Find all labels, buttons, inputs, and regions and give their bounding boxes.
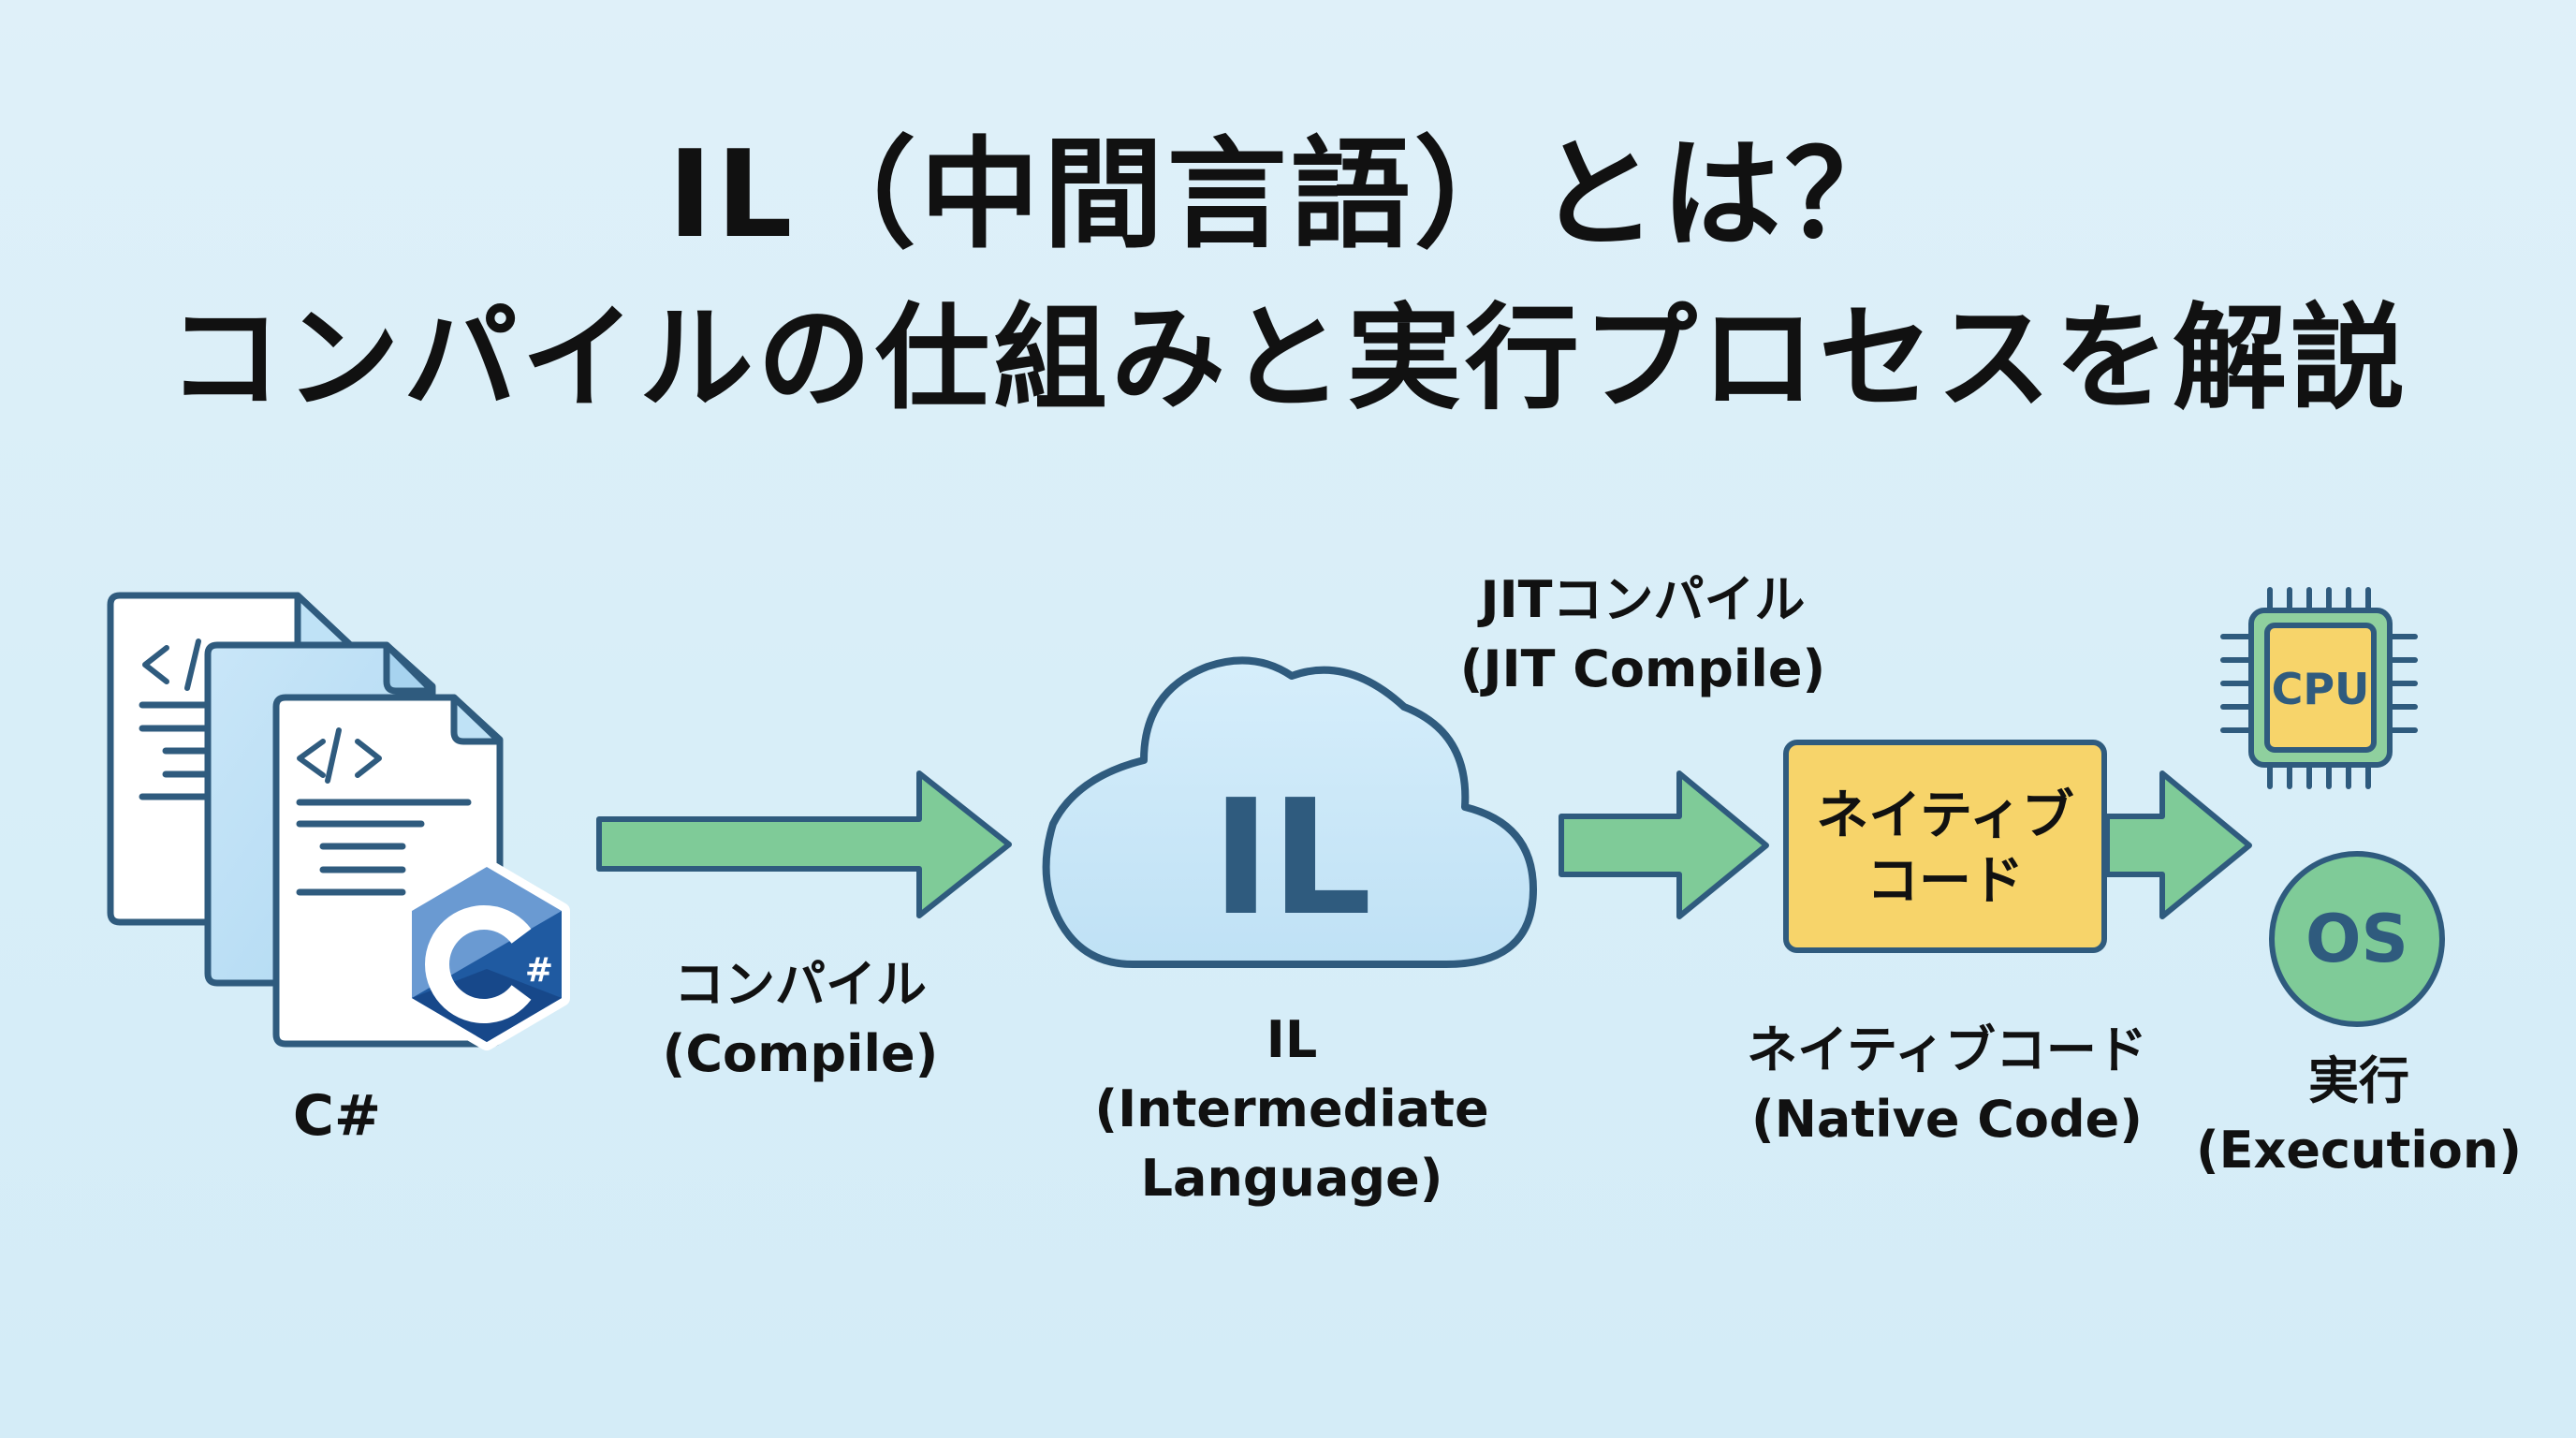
native-code-box: ネイティブ コード [1783,740,2107,953]
jit-arrow-icon [1559,770,1769,919]
il-label: IL (Intermediate Language) [1058,1005,1526,1213]
csharp-logo-icon: # [403,858,570,1050]
jit-label-en: (JIT Compile) [1459,639,1826,698]
jit-label-ja: JITコンパイル [1480,570,1806,629]
native-code-label-ja: ネイティブコード [1747,1020,2147,1079]
native-code-label-en: (Native Code) [1751,1090,2143,1149]
cpu-icon: CPU [2220,587,2418,789]
execution-label: 実行 (Execution) [2181,1047,2537,1185]
cloud-il-text: IL [1211,766,1372,951]
os-text: OS [2305,901,2408,977]
execution-label-ja: 実行 [2308,1051,2409,1110]
cloud-icon: IL [1042,656,1537,968]
code-glyph [297,727,382,784]
execution-arrow-icon [2104,770,2252,919]
compile-arrow-icon [596,770,1012,918]
code-glyph [142,638,201,691]
source-label-text: C# [292,1083,382,1149]
csharp-logo-sup: # [525,951,553,990]
title-line-2: コンパイルの仕組みと実行プロセスを解説 [168,292,2408,425]
compile-label-ja: コンパイル [674,955,927,1014]
compile-label: コンパイル (Compile) [637,950,964,1089]
source-label: C# [243,1081,431,1151]
execution-label-en: (Execution) [2195,1121,2523,1180]
native-box-line-1: ネイティブ [1816,785,2074,846]
compile-label-en: (Compile) [662,1024,939,1083]
title-line-1: IL（中間言語）とは？ [667,125,1909,265]
native-box-line-2: コード [1866,851,2024,912]
il-label-line-1: IL [1266,1010,1318,1069]
il-label-line-2: (Intermediate [1094,1079,1489,1138]
native-code-label: ネイティブコード (Native Code) [1704,1016,2190,1154]
jit-label: JITコンパイル (JIT Compile) [1432,565,1853,704]
os-icon: OS [2269,851,2445,1027]
cpu-text: CPU [2272,664,2370,714]
il-label-line-3: Language) [1140,1149,1443,1208]
